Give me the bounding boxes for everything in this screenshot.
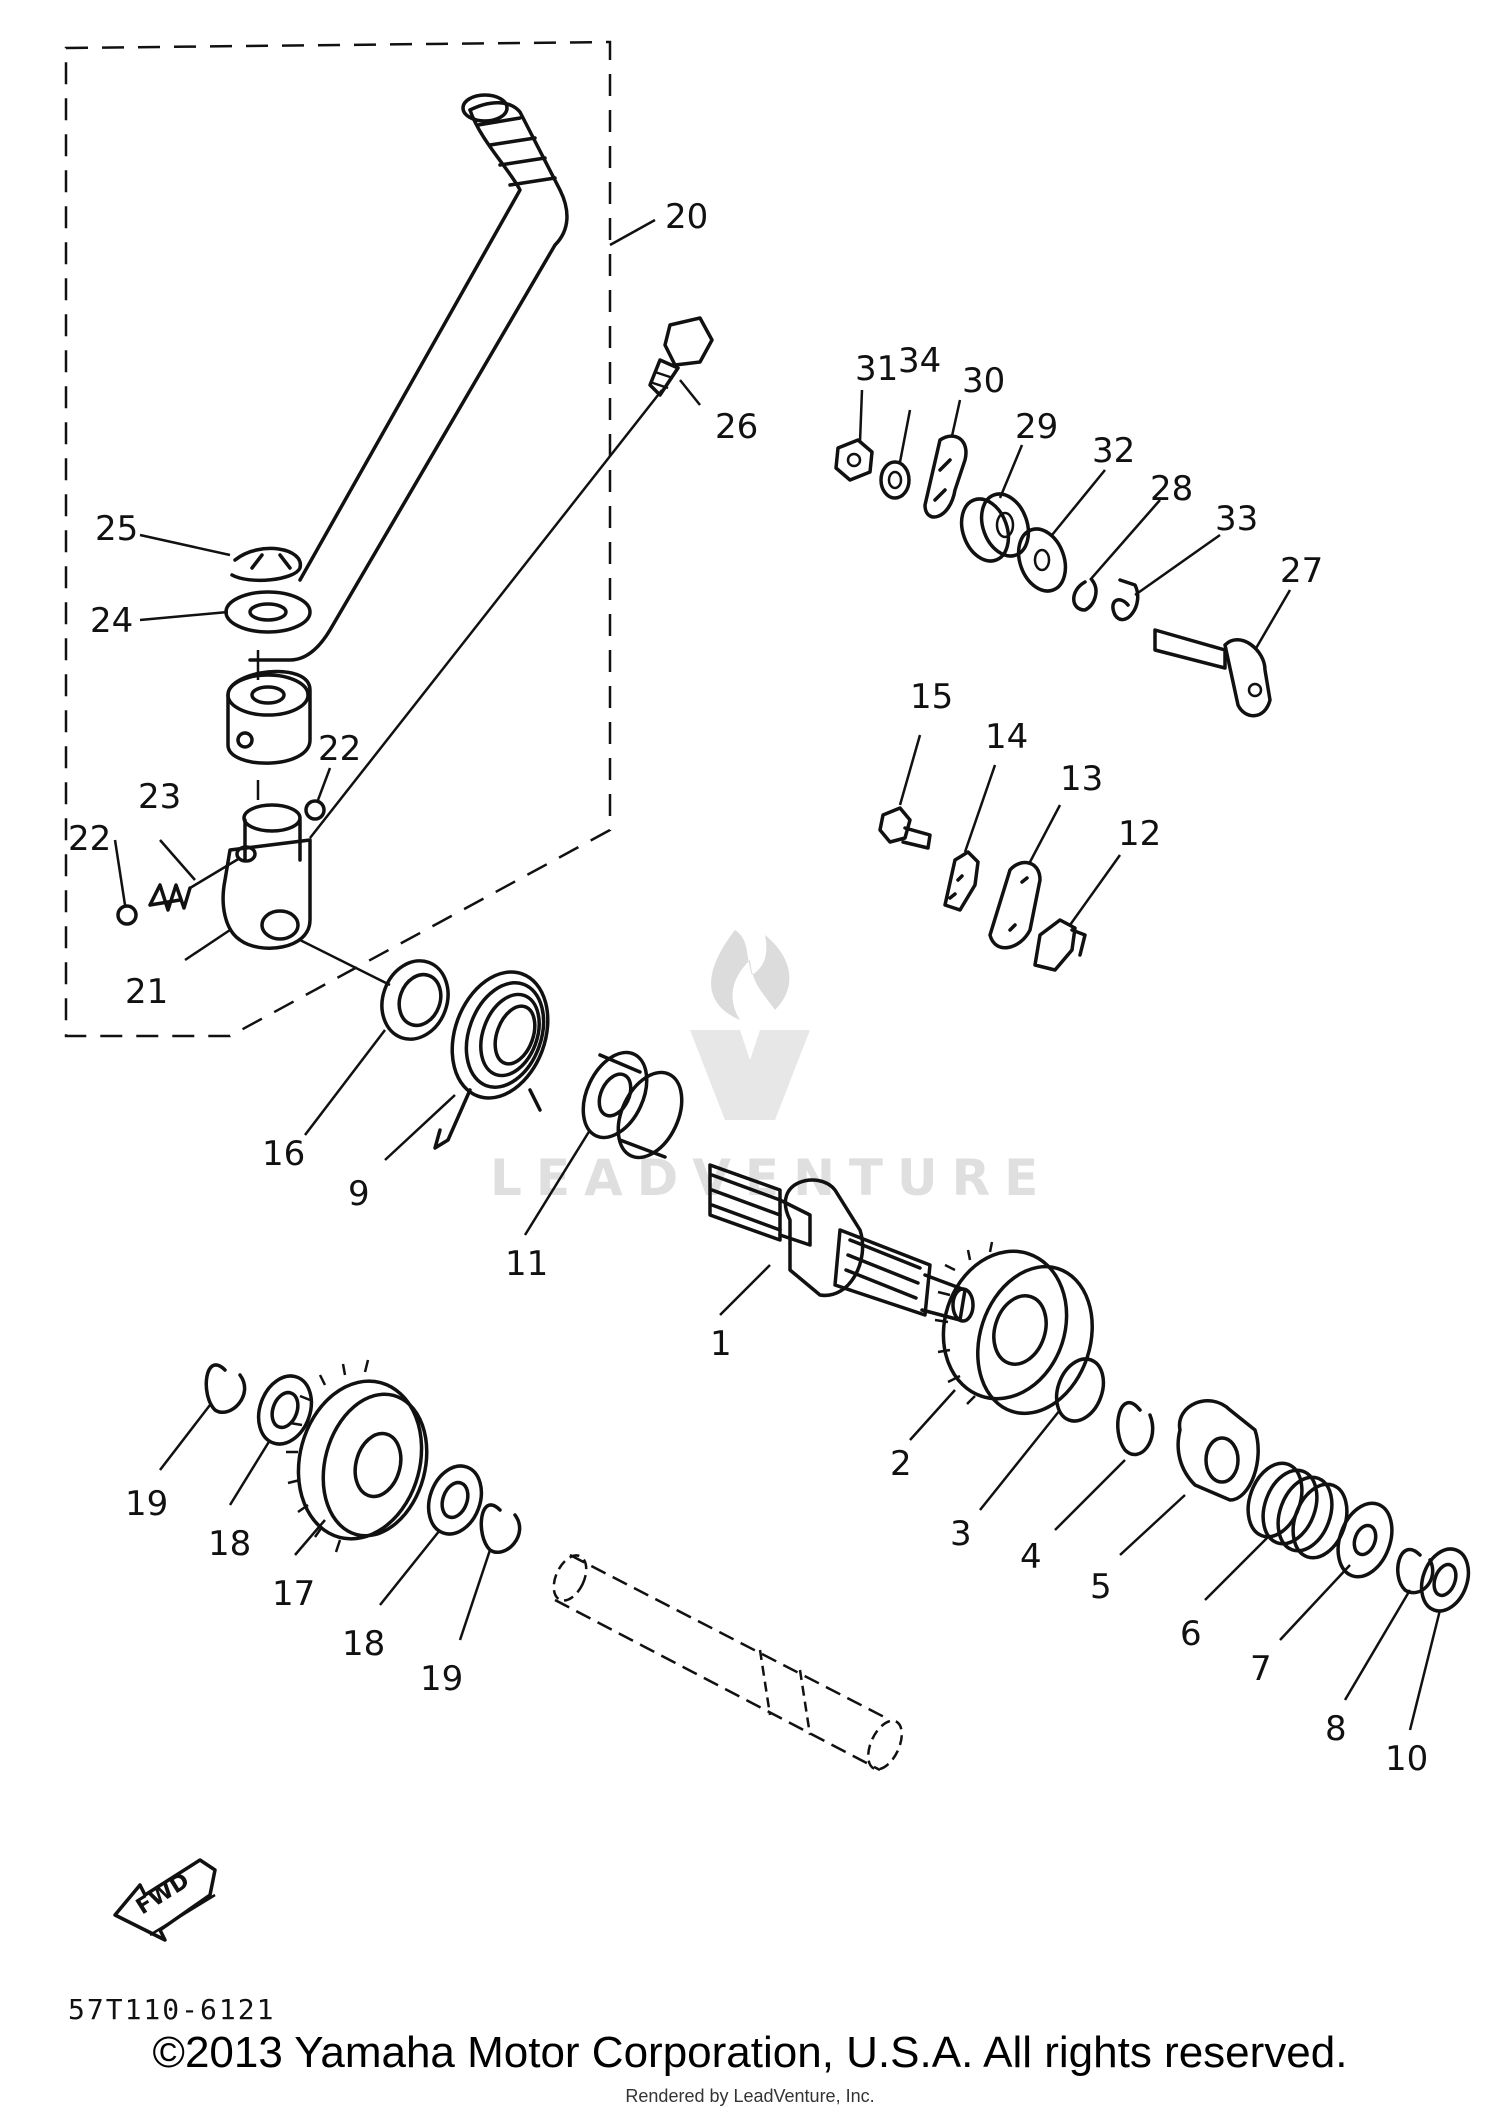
part-27-kick-stopper bbox=[1153, 628, 1272, 718]
callout-19-right: 19 bbox=[420, 1659, 463, 1699]
copyright-notice: ©2013 Yamaha Motor Corporation, U.S.A. A… bbox=[152, 2028, 1348, 2077]
callout-4: 4 bbox=[1020, 1537, 1042, 1577]
callout-27: 27 bbox=[1280, 551, 1323, 591]
part-3-washer bbox=[1054, 1357, 1106, 1423]
callout-26: 26 bbox=[715, 407, 758, 447]
part-11-spacer bbox=[581, 1050, 684, 1160]
callout-30: 30 bbox=[962, 361, 1005, 401]
callout-14: 14 bbox=[985, 717, 1028, 757]
part-18-washer-left bbox=[256, 1374, 314, 1446]
part-31-nut bbox=[834, 438, 874, 482]
callout-12: 12 bbox=[1118, 814, 1161, 854]
part-33-spring bbox=[1111, 578, 1140, 622]
part-16-oil-seal bbox=[380, 959, 450, 1041]
callout-15: 15 bbox=[910, 677, 953, 717]
kick-crank-group-boundary bbox=[64, 40, 612, 1038]
part-34-washer bbox=[879, 460, 911, 500]
part-28-circlip bbox=[1072, 578, 1098, 612]
part-9-torsion-spring bbox=[433, 970, 550, 1150]
callout-20: 20 bbox=[665, 197, 708, 237]
part-15-bolt bbox=[878, 806, 932, 850]
callout-19-left: 19 bbox=[125, 1484, 168, 1524]
callout-10: 10 bbox=[1385, 1739, 1428, 1779]
callout-21: 21 bbox=[125, 972, 168, 1012]
callout-29: 29 bbox=[1015, 407, 1058, 447]
callout-11: 11 bbox=[505, 1244, 548, 1284]
part-1-kick-shaft bbox=[708, 1163, 975, 1323]
callout-31: 31 bbox=[855, 349, 898, 389]
part-25-circlip bbox=[230, 546, 302, 583]
callout-13: 13 bbox=[1060, 759, 1103, 799]
part-14-plate bbox=[943, 850, 980, 912]
callout-22-right: 22 bbox=[318, 729, 361, 769]
part-5-ratchet bbox=[1176, 1399, 1260, 1502]
part-2-kick-gear bbox=[934, 1241, 1094, 1416]
watermark-text: LEADVENTURE bbox=[490, 1149, 1052, 1207]
part-22-ball-right bbox=[304, 799, 326, 821]
callout-28: 28 bbox=[1150, 469, 1193, 509]
callout-18-right: 18 bbox=[342, 1624, 385, 1664]
part-29-bearing bbox=[959, 492, 1031, 563]
part-7-washer bbox=[1336, 1501, 1394, 1579]
part-13-stopper-plate bbox=[988, 860, 1042, 950]
part-10-washer bbox=[1419, 1547, 1471, 1613]
callout-6: 6 bbox=[1180, 1614, 1202, 1654]
callout-8: 8 bbox=[1325, 1709, 1347, 1749]
part-30-stopper-plate bbox=[923, 434, 968, 519]
callout-18-left: 18 bbox=[208, 1524, 251, 1564]
main-axle-reference bbox=[552, 1553, 904, 1772]
callout-9: 9 bbox=[348, 1174, 370, 1214]
part-8-circlip bbox=[1396, 1547, 1435, 1595]
callout-25: 25 bbox=[95, 509, 138, 549]
part-32-washer bbox=[1016, 527, 1068, 593]
part-26-bolt bbox=[648, 316, 714, 397]
callout-33: 33 bbox=[1215, 499, 1258, 539]
part-21-kick-boss bbox=[221, 803, 312, 950]
callout-23: 23 bbox=[138, 777, 181, 817]
callout-16: 16 bbox=[262, 1134, 305, 1174]
part-20-kick-crank bbox=[226, 93, 569, 765]
diagram-code: 57T110-6121 bbox=[68, 1993, 276, 2026]
callout-1: 1 bbox=[710, 1324, 732, 1364]
part-22-ball-left bbox=[116, 904, 138, 926]
callout-32: 32 bbox=[1092, 431, 1135, 471]
part-18-washer-right bbox=[426, 1464, 484, 1536]
callout-labels: 20 26 25 24 22 23 22 21 16 9 11 1 2 3 4 … bbox=[68, 197, 1428, 1779]
callout-3: 3 bbox=[950, 1514, 972, 1554]
callout-5: 5 bbox=[1090, 1567, 1112, 1607]
callout-7: 7 bbox=[1250, 1649, 1272, 1689]
leadventure-watermark: LEADVENTURE bbox=[490, 930, 1052, 1207]
rendered-by-credit: Rendered by LeadVenture, Inc. bbox=[625, 2086, 875, 2106]
callout-24: 24 bbox=[90, 601, 133, 641]
callout-34: 34 bbox=[898, 341, 941, 381]
part-19-circlip-left bbox=[204, 1363, 247, 1414]
leader-lines bbox=[113, 218, 1442, 1731]
callout-2: 2 bbox=[890, 1444, 912, 1484]
part-23-spring bbox=[148, 883, 192, 912]
part-19-circlip-right bbox=[479, 1503, 522, 1554]
callout-22-left: 22 bbox=[68, 819, 111, 859]
part-24-washer bbox=[224, 590, 312, 634]
part-12-guide bbox=[1033, 918, 1087, 972]
forward-direction-arrow: FWD bbox=[113, 1858, 217, 1942]
callout-17: 17 bbox=[272, 1574, 315, 1614]
part-4-circlip bbox=[1116, 1400, 1155, 1457]
part-17-idler-gear bbox=[286, 1359, 429, 1553]
